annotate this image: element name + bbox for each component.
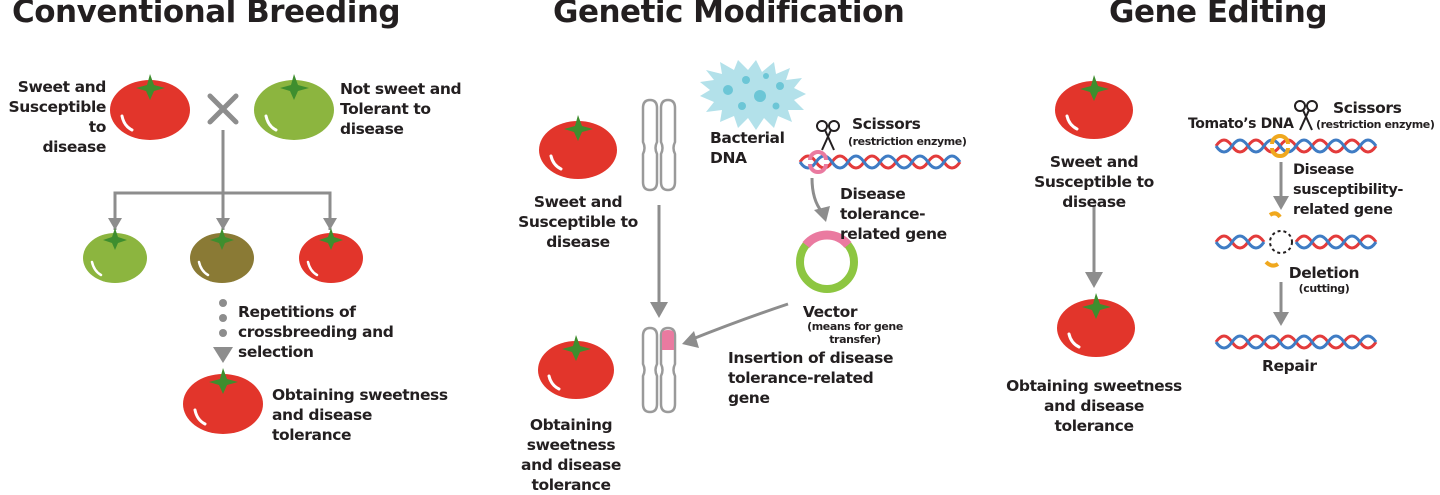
editing-title: Gene Editing xyxy=(1109,0,1328,30)
vector-sublabel: (means for gene transfer) xyxy=(807,320,903,346)
tomato-dna-strand xyxy=(1214,134,1378,158)
gene-to-vector-arrow xyxy=(810,177,824,213)
parent-right-label: Not sweet and Tolerant to disease xyxy=(340,80,462,138)
gene-tolerance-label: Disease tolerance- related gene xyxy=(840,185,947,243)
diagram-canvas xyxy=(83,60,1378,434)
genetic-panel xyxy=(538,60,962,414)
tomato-editing-start xyxy=(1055,75,1133,139)
editing-panel xyxy=(1055,75,1378,357)
insertion-label: Insertion of disease tolerance-related g… xyxy=(728,349,894,407)
tomato-genetic-result xyxy=(538,335,614,399)
editing-result-label: Obtaining sweetness and disease toleranc… xyxy=(1006,377,1182,435)
tomato-offspring-brown xyxy=(190,228,254,283)
repair-label: Repair xyxy=(1262,357,1317,375)
scissors-sublabel: (restriction enzyme) xyxy=(848,135,967,148)
bacterium-icon xyxy=(700,60,806,130)
deletion-sublabel: (cutting) xyxy=(1298,282,1350,295)
scissors-label: Scissors xyxy=(852,115,921,133)
vector-label: Vector xyxy=(802,303,858,321)
genetic-result-label: Obtaining sweetness and disease toleranc… xyxy=(521,416,621,494)
conventional-title: Conventional Breeding xyxy=(12,0,401,30)
bacterial-dna-strand xyxy=(798,150,962,174)
repetition-dots xyxy=(219,299,227,337)
parent-left-label: Sweet and Susceptible to disease xyxy=(8,78,107,156)
conventional-result-label: Obtaining sweetness and disease toleranc… xyxy=(272,386,448,444)
tomato-green-parent xyxy=(254,74,334,140)
offspring-branch-arrows xyxy=(113,130,332,230)
repetition-arrowhead xyxy=(213,347,233,363)
offspring-arrowheads xyxy=(108,218,337,230)
chromosome-modified xyxy=(641,326,677,414)
dna-repaired-strand xyxy=(1214,334,1378,350)
tomato-result-conventional xyxy=(183,368,263,434)
editing-tomato-label: Sweet and Susceptible to disease xyxy=(1034,153,1154,211)
tomato-offspring-green xyxy=(83,228,147,283)
scissors-icon-editing xyxy=(1294,100,1318,131)
genetic-tomato-label: Sweet and Susceptible to disease xyxy=(518,193,638,251)
insertion-arrow xyxy=(689,302,789,342)
tomato-offspring-red xyxy=(299,228,363,283)
vector-plasmid xyxy=(796,230,858,293)
cross-icon xyxy=(207,93,239,125)
tomato-dna-label: Tomato’s DNA xyxy=(1188,116,1294,132)
deletion-label: Deletion xyxy=(1288,264,1360,282)
chromosome-original xyxy=(641,98,677,192)
susceptibility-gene-label: Disease susceptibility- related gene xyxy=(1293,162,1403,218)
tomato-editing-result xyxy=(1057,293,1135,357)
genetic-title: Genetic Modification xyxy=(553,0,905,30)
scissors-icon xyxy=(816,120,840,151)
tomato-red-parent xyxy=(110,74,190,140)
conventional-panel xyxy=(83,74,363,434)
repetition-label: Repetitions of crossbreeding and selecti… xyxy=(238,303,394,361)
bacterial-dna-label: Bacterial DNA xyxy=(710,129,785,167)
tomato-genetic-start xyxy=(539,115,617,179)
dna-cut-strand xyxy=(1214,211,1378,268)
editing-scissors-label: Scissors xyxy=(1333,99,1402,117)
editing-scissors-sublabel: (restriction enzyme) xyxy=(1316,118,1435,131)
